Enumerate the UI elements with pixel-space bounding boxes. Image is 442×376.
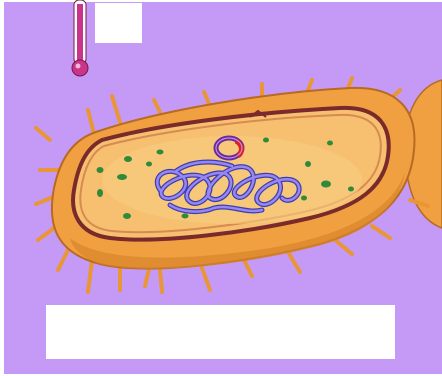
thermometer-pointer (72, 0, 88, 76)
bottom-label-box[interactable] (46, 305, 395, 359)
top-label-box[interactable] (95, 3, 142, 43)
